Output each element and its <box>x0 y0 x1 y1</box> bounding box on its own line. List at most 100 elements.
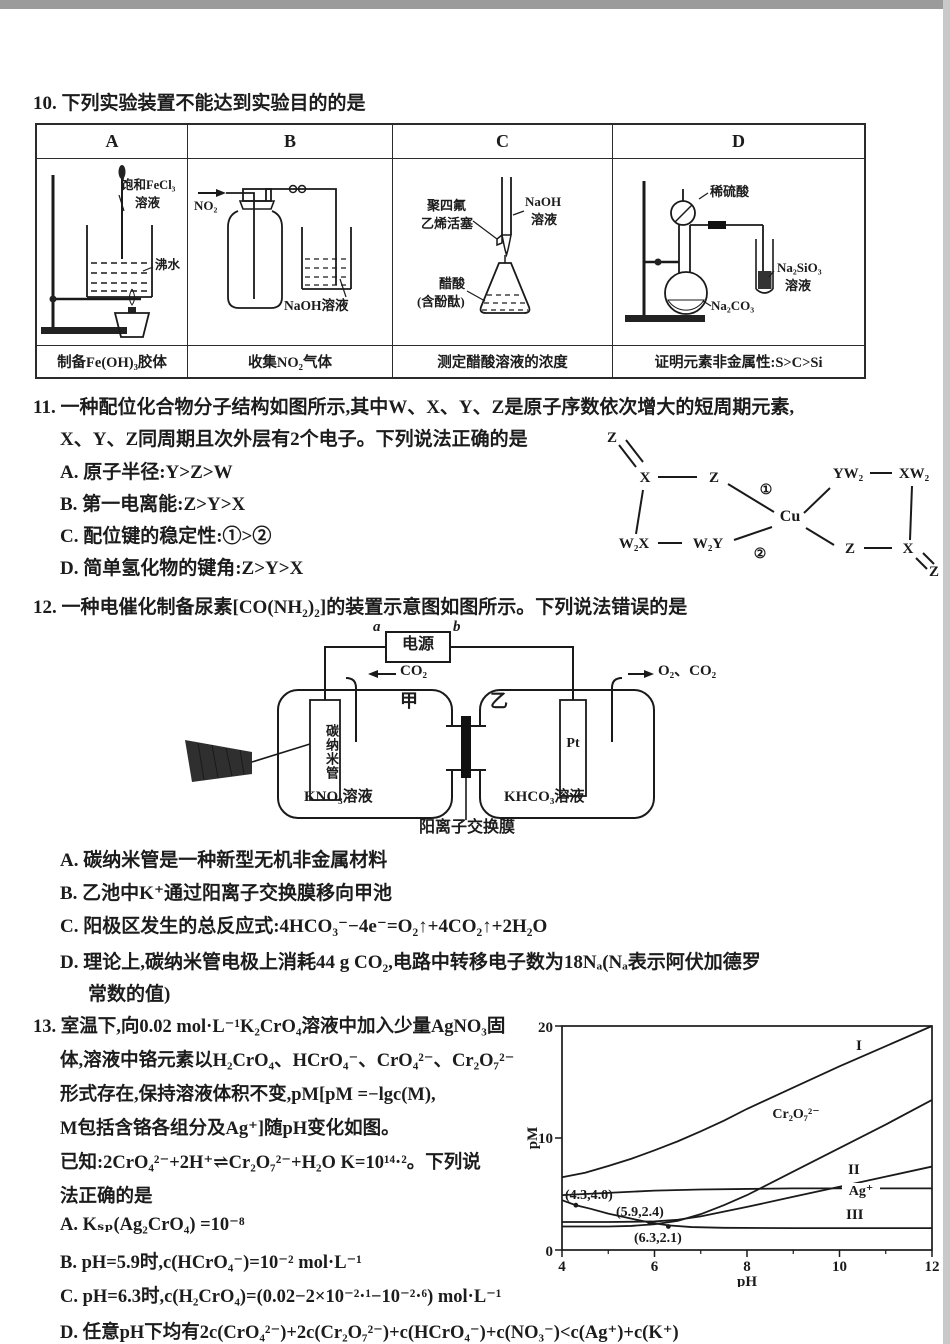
atom-z-corner: Z <box>929 564 939 580</box>
q12-option-d-line1: D. 理论上,碳纳米管电极上消耗44 g CO₂,电路中转移电子数为18Nₐ(N… <box>60 952 761 973</box>
atom-z-bottomright: Z <box>845 541 855 557</box>
x-axis-label: pH <box>737 1274 757 1287</box>
q12-option-c: C. 阳极区发生的总反应式:4HCO₃⁻−4e⁻=O₂↑+4CO₂↑+2H₂O <box>60 916 548 937</box>
annotated-point <box>647 1220 653 1226</box>
label-naoh-line1: NaOH <box>525 194 562 209</box>
x-tick-10: 10 <box>832 1259 847 1275</box>
label-fecl3-line1: 饱和FeCl₃ <box>121 178 176 192</box>
table-header-c: C <box>392 125 612 158</box>
co2-gas-label: CO₂ <box>400 663 427 679</box>
series-label-cr2o7: Cr₂O₇²⁻ <box>772 1107 819 1122</box>
q11-option-c: C. 配位键的稳定性:①>② <box>60 526 272 547</box>
q12-option-a: A. 碳纳米管是一种新型无机非金属材料 <box>60 850 388 871</box>
kno3-solution-label: KNO₃溶液 <box>304 789 373 805</box>
q13-stem-line4: M包括含铬各组分及Ag⁺]随pH变化如图。 <box>60 1119 400 1139</box>
curve-I <box>561 1025 933 1179</box>
cell-yi-label: 乙 <box>490 691 508 711</box>
x-tick-12: 12 <box>925 1259 940 1275</box>
terminal-a: a <box>373 619 381 635</box>
terminal-b: b <box>453 619 461 635</box>
chart-labels: 0 10 20 4 6 8 10 12 pH pM I Cr₂O₇²⁻ II A… <box>525 1020 940 1287</box>
q11-stem-line1: 11. 一种配位化合物分子结构如图所示,其中W、X、Y、Z是原子序数依次增大的短… <box>33 397 795 418</box>
series-label-ag: Ag⁺ <box>849 1184 874 1199</box>
apparatus-d-nonmetal: 稀硫酸 Na₂CO₃ Na₂SiO₃ 溶液 <box>612 158 864 345</box>
annotated-point <box>573 1202 579 1208</box>
caption-c: 测定醋酸溶液的浓度 <box>392 345 612 377</box>
point-label-1: (4.3,4.0) <box>565 1188 613 1203</box>
group-w2x: W₂X <box>619 536 649 552</box>
cell-jia-label: 甲 <box>400 691 418 711</box>
q13-stem-line6: 法正确的是 <box>60 1187 153 1207</box>
apparatus-b-no2: NO₂ NaOH溶液 <box>187 158 392 345</box>
annotated-point <box>665 1224 671 1229</box>
q11-structure-diagram: Z X Z ① Cu W₂X W₂Y ② YW₂ XW₂ Z X Z <box>607 430 939 580</box>
atom-z-topleft: Z <box>607 430 617 446</box>
label-naoh-solution-b: NaOH溶液 <box>284 298 349 313</box>
q13-option-b: B. pH=5.9时,c(HCrO₄⁻)=10⁻² mol·L⁻¹ <box>60 1253 362 1273</box>
series-label-ii: II <box>848 1162 860 1178</box>
group-xw2: XW₂ <box>899 466 930 482</box>
label-boiling-water: 沸水 <box>155 258 181 272</box>
q13-number: 13. <box>33 1017 57 1037</box>
label-fecl3-line2: 溶液 <box>135 196 161 210</box>
coord-bond-1: ① <box>760 483 773 498</box>
scan-edge-top <box>0 0 950 9</box>
q10-number: 10. <box>33 93 57 114</box>
caption-b: 收集NO₂气体 <box>187 345 392 377</box>
x-tick-8: 8 <box>743 1259 751 1275</box>
atom-z-mid: Z <box>709 470 719 486</box>
apparatus-a-drawing <box>41 165 154 338</box>
q11-option-a: A. 原子半径:Y>Z>W <box>60 462 233 483</box>
y-tick-20: 20 <box>538 1020 553 1036</box>
y-tick-0: 0 <box>546 1244 554 1260</box>
y-tick-10: 10 <box>538 1131 553 1147</box>
y-axis-label: pM <box>525 1127 541 1150</box>
caption-a: 制备Fe(OH)₃胶体 <box>37 345 187 377</box>
power-supply-label: 电源 <box>401 636 434 653</box>
apparatus-c-titration: NaOH 溶液 聚四氟 乙烯活塞 醋酸 (含酚酞) <box>392 158 612 345</box>
point-label-2: (5.9,2.4) <box>616 1205 664 1220</box>
table-header-a: A <box>105 131 119 151</box>
ag-label-mask <box>842 1183 880 1197</box>
series-label-iii: III <box>846 1207 864 1223</box>
khco3-solution-label: KHCO₃溶液 <box>504 789 585 805</box>
q13-option-a: A. Kₛₚ(Ag₂CrO₄) =10⁻⁸ <box>60 1215 245 1235</box>
apparatus-d-drawing <box>625 181 775 322</box>
q13-stem-line5: 已知:2CrO₄²⁻+2H⁺⇌Cr₂O₇²⁻+H₂O K=10¹⁴·²。下列说 <box>60 1153 481 1173</box>
q11-number: 11. <box>33 397 56 418</box>
curve-II <box>562 1165 933 1223</box>
table-header-b: B <box>187 125 392 158</box>
q12-stem: 12. 一种电催化制备尿素[CO(NH₂)₂]的装置示意图如图所示。下列说法错误… <box>33 597 688 618</box>
table-header-d: D <box>612 125 864 158</box>
label-dilute-h2so4: 稀硫酸 <box>710 184 750 199</box>
group-w2y: W₂Y <box>693 536 723 552</box>
q12-option-b: B. 乙池中K⁺通过阳离子交换膜移向甲池 <box>60 883 392 904</box>
atom-x-topleft: X <box>640 470 651 486</box>
q13-option-c: C. pH=6.3时,c(H₂CrO₄)=(0.02−2×10⁻²·¹−10⁻²… <box>60 1287 502 1307</box>
chart-axes <box>555 1025 933 1257</box>
group-yw2: YW₂ <box>833 466 864 482</box>
electrolysis-device-drawing <box>185 631 655 820</box>
q13-stem-line3: 形式存在,保持溶液体积不变,pM[pM =−lgc(M), <box>60 1085 436 1105</box>
coord-bond-2: ② <box>754 547 767 562</box>
ph-pm-chart: 0 10 20 4 6 8 10 12 pH pM I Cr₂O₇²⁻ II A… <box>525 1020 940 1287</box>
q13-option-d: D. 任意pH下均有2c(CrO₄²⁻)+2c(Cr₂O₇²⁻)+c(HCrO₄… <box>60 1323 679 1343</box>
apparatus-a-colloid: 饱和FeCl₃ 溶液 沸水 <box>37 158 187 345</box>
q11-option-d: D. 简单氢化物的键角:Z>Y>X <box>60 558 304 579</box>
label-acetic-line2: (含酚酞) <box>417 294 465 309</box>
pt-electrode-label: Pt <box>566 736 580 751</box>
x-tick-6: 6 <box>651 1259 659 1275</box>
cation-membrane-label: 阳离子交换膜 <box>418 819 515 836</box>
scan-edge-right <box>943 0 950 1344</box>
label-ptfe-line2: 乙烯活塞 <box>421 216 474 231</box>
label-na2co3: Na₂CO₃ <box>711 298 755 313</box>
label-no2-gas: NO₂ <box>194 198 218 213</box>
x-tick-4: 4 <box>558 1259 566 1275</box>
q10-apparatus-table: A B C D <box>35 123 866 379</box>
atom-cu-center: Cu <box>780 508 801 525</box>
label-naoh-line2: 溶液 <box>531 212 558 227</box>
q12-number: 12. <box>33 597 57 618</box>
chart-curves <box>561 1025 933 1230</box>
label-na2sio3-line1: Na₂SiO₃ <box>777 260 822 275</box>
